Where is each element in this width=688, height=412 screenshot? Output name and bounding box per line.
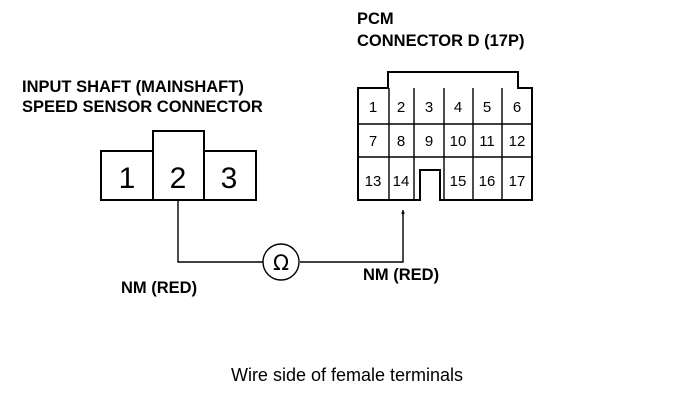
pcm-pin-1: 1 xyxy=(369,99,377,116)
pcm-connector-title-line1: PCM xyxy=(357,10,394,28)
sensor-connector: 1 2 3 xyxy=(100,130,257,201)
pcm-pin-2: 2 xyxy=(397,99,405,116)
ohm-symbol: Ω xyxy=(273,251,289,275)
pcm-pin-9: 9 xyxy=(425,133,433,150)
pcm-pin-7: 7 xyxy=(369,133,377,150)
pcm-pin-14: 14 xyxy=(393,173,410,190)
sensor-pin-3: 3 xyxy=(221,162,238,195)
pcm-pin-8: 8 xyxy=(397,133,405,150)
pcm-pin-5: 5 xyxy=(483,99,491,116)
pcm-pin-4: 4 xyxy=(454,99,462,116)
caption: Wire side of female terminals xyxy=(231,365,463,385)
test-wiring: Ω xyxy=(177,200,405,281)
pcm-pin-17: 17 xyxy=(509,173,526,190)
pcm-pin-3: 3 xyxy=(425,99,433,116)
pcm-connector-outline xyxy=(357,71,533,201)
pcm-pin-15: 15 xyxy=(450,173,467,190)
wire-left xyxy=(177,200,263,263)
wire-label-right: NM (RED) xyxy=(363,266,439,284)
pcm-pin-10: 10 xyxy=(450,133,467,150)
pcm-pin-12: 12 xyxy=(509,133,526,150)
wire-label-left: NM (RED) xyxy=(121,279,197,297)
sensor-pin-2: 2 xyxy=(170,162,187,195)
pcm-connector-title-line2: CONNECTOR D (17P) xyxy=(357,32,524,50)
pcm-pin-6: 6 xyxy=(513,99,521,116)
probe-point xyxy=(401,211,405,215)
pcm-pin-13: 13 xyxy=(365,173,382,190)
pcm-connector: 1 2 3 4 5 6 7 8 9 10 11 12 13 14 15 16 1… xyxy=(357,71,533,201)
sensor-connector-title-line2: SPEED SENSOR CONNECTOR xyxy=(22,98,263,116)
ohmmeter-icon xyxy=(262,243,300,281)
wire-right xyxy=(300,210,404,263)
pcm-pin-16: 16 xyxy=(479,173,496,190)
sensor-connector-title-line1: INPUT SHAFT (MAINSHAFT) xyxy=(22,78,244,96)
pcm-pin-11: 11 xyxy=(479,133,495,150)
sensor-pin-1: 1 xyxy=(119,162,136,195)
